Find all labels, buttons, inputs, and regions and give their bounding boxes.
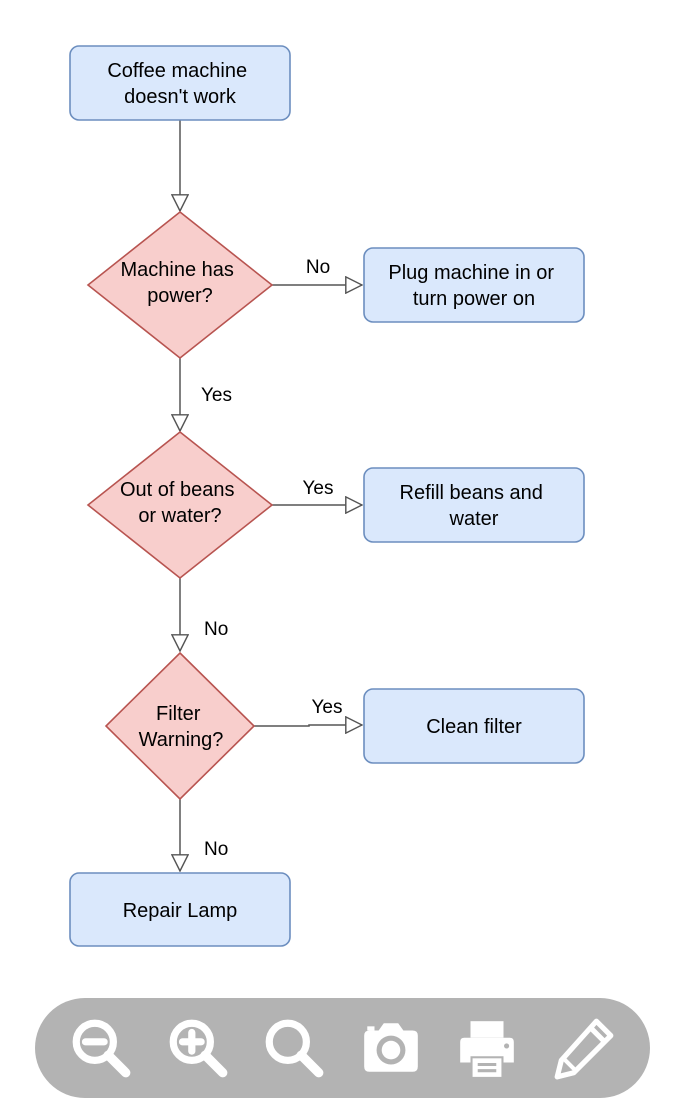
- zoom-in-button[interactable]: [159, 1009, 237, 1087]
- svg-text:Clean filter: Clean filter: [426, 716, 522, 738]
- node-start-line-2: doesn't work: [124, 86, 237, 108]
- node-repair[interactable]: Repair Lamp: [69, 872, 291, 947]
- svg-text:Machine has power?: Machine has power?: [121, 259, 240, 307]
- node-repair-line-1: Repair Lamp: [123, 900, 238, 922]
- node-refill-line-2: water: [449, 508, 499, 530]
- label-filter-yes: Yes: [312, 697, 343, 718]
- viewer-toolbar: [35, 998, 650, 1098]
- decision-beans[interactable]: Out of beans or water?: [86, 430, 274, 580]
- node-start-line-1: Coffee machine: [107, 60, 247, 82]
- zoom-fit-icon: [265, 1019, 324, 1078]
- screenshot-button[interactable]: [352, 1009, 430, 1087]
- pencil-icon: [554, 1018, 614, 1080]
- decision-power-line-1: Machine has: [121, 259, 234, 281]
- zoom-in-icon: [169, 1019, 228, 1078]
- edge-labels: No Yes Yes No Yes No: [201, 257, 343, 860]
- node-clean-filter-line-1: Clean filter: [426, 716, 522, 738]
- print-icon: [460, 1021, 515, 1077]
- edit-button[interactable]: [545, 1009, 623, 1087]
- camera-icon: [363, 1023, 418, 1072]
- print-button[interactable]: [448, 1009, 526, 1087]
- zoom-out-button[interactable]: [62, 1009, 140, 1087]
- decision-filter[interactable]: Filter Warning?: [104, 651, 256, 801]
- node-refill[interactable]: Refill beans and water: [363, 467, 585, 543]
- decision-beans-line-2: or water?: [138, 505, 221, 527]
- label-beans-no: No: [204, 619, 228, 640]
- label-power-yes: Yes: [201, 385, 232, 406]
- svg-text:Coffee machine doesn't w: Coffee machine doesn't work: [107, 60, 252, 108]
- node-plug-in-line-2: turn power on: [413, 288, 535, 310]
- decision-beans-line-1: Out of beans: [120, 479, 235, 501]
- svg-text:Out of beans or water?: Out of beans or water?: [120, 479, 240, 527]
- svg-text:Refill beans and water: Refill beans and water: [400, 482, 549, 530]
- label-power-no: No: [306, 257, 330, 278]
- zoom-out-icon: [72, 1019, 131, 1078]
- decision-power-line-2: power?: [147, 285, 213, 307]
- decision-filter-line-2: Warning?: [139, 729, 224, 751]
- label-beans-yes: Yes: [303, 478, 334, 499]
- edges: [180, 120, 362, 871]
- zoom-fit-button[interactable]: [255, 1009, 333, 1087]
- node-start[interactable]: Coffee machine doesn't work: [69, 45, 291, 121]
- node-plug-in-line-1: Plug machine in or: [388, 262, 554, 284]
- edge-filter-yes: [254, 725, 362, 726]
- svg-text:Repair Lamp: Repair Lamp: [123, 900, 238, 922]
- node-refill-line-1: Refill beans and: [400, 482, 543, 504]
- node-plug-in[interactable]: Plug machine in or turn power on: [363, 247, 585, 323]
- svg-text:Filter Warning?: Filter Warning?: [139, 703, 224, 751]
- decision-filter-line-1: Filter: [156, 703, 201, 725]
- svg-text:Plug machine in or turn: Plug machine in or turn power on: [388, 262, 559, 310]
- node-clean-filter[interactable]: Clean filter: [363, 688, 585, 764]
- decision-power[interactable]: Machine has power?: [86, 210, 274, 360]
- label-filter-no: No: [204, 839, 228, 860]
- flowchart: No Yes Yes No Yes No Coffee machine does…: [69, 45, 585, 947]
